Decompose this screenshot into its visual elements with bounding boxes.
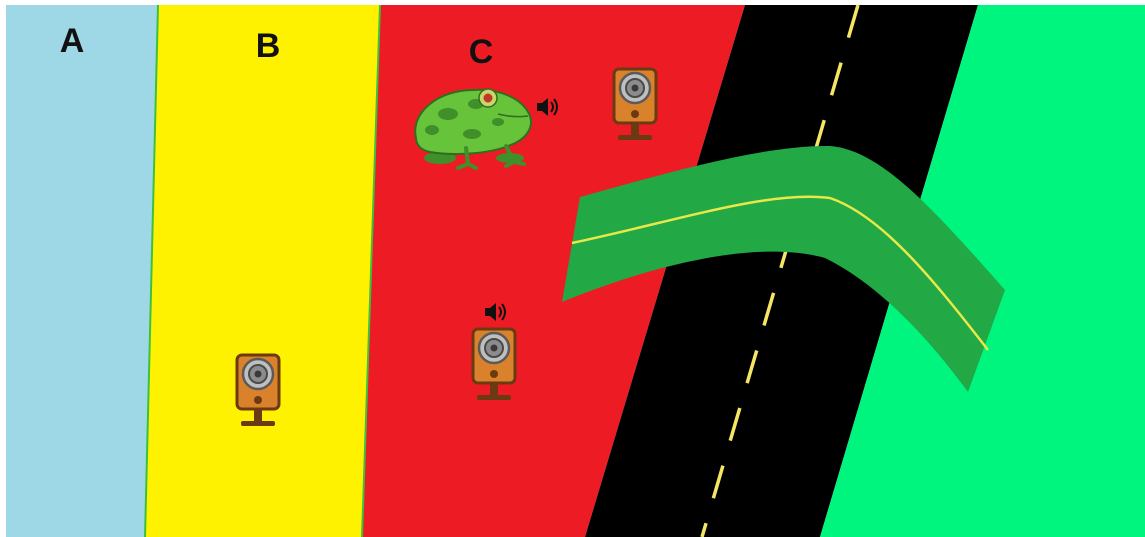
zone-b [145, 5, 380, 537]
zone-label-c: C [469, 33, 494, 71]
zone-a [6, 5, 158, 537]
zone-label-a: A [60, 22, 85, 60]
zone-label-b: B [256, 27, 281, 65]
